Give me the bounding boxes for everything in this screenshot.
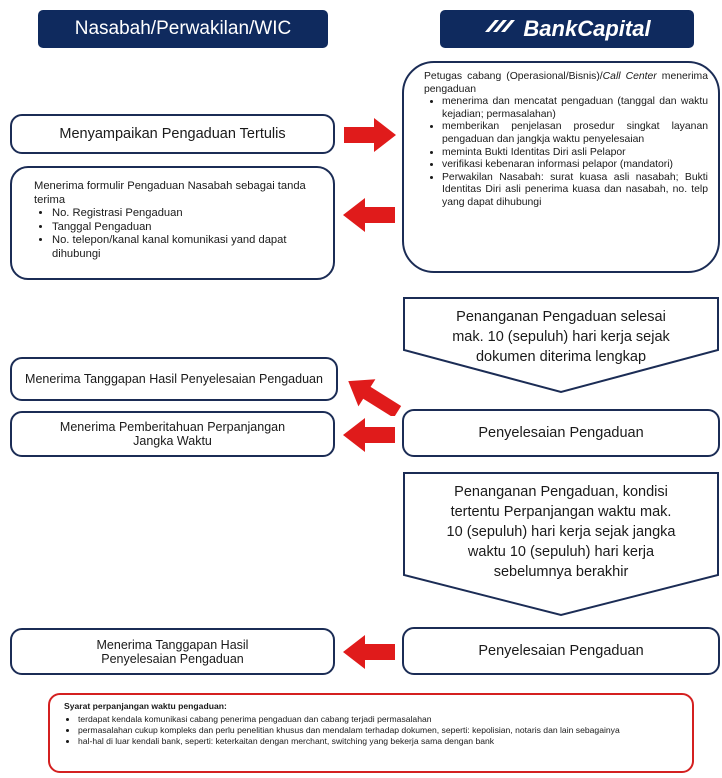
receive-extension-notice-box: Menerima Pemberitahuan Perpanjangan Jang… (10, 411, 335, 457)
list-item: No. Registrasi Pengaduan (52, 207, 323, 221)
handling-step-2-shape (403, 472, 719, 617)
arrow-up-left-icon (348, 379, 402, 416)
customer-column-title: Nasabah/Perwakilan/WIC (74, 18, 292, 39)
handling-step-1-text: Penanganan Pengaduan selesai mak. 10 (se… (452, 309, 670, 365)
list-item: No. telepon/kanal kanal komunikasi yand … (52, 234, 323, 261)
receive-result-box-2: Menerima Tanggapan Hasil Penyelesaian Pe… (10, 628, 335, 675)
list-item: permasalahan cukup kompleks dan perlu pe… (78, 725, 682, 736)
extension-conditions-title: Syarat perpanjangan waktu pengaduan: (64, 701, 227, 711)
officer-receives-complaint-box: Petugas cabang (Operasional/Bisnis)/Call… (402, 61, 720, 273)
list-item: Tanggal Pengaduan (52, 221, 323, 235)
list-item: meminta Bukti Identitas Diri asli Pelapo… (442, 147, 708, 160)
arrow-left-icon (343, 418, 395, 452)
receipt-list: No. Registrasi Pengaduan Tanggal Pengadu… (34, 207, 323, 261)
customer-column-header: Nasabah/Perwakilan/WIC (38, 10, 328, 48)
bank-column-title: BankCapital (523, 16, 651, 41)
receive-complaint-form-box: Menerima formulir Pengaduan Nasabah seba… (10, 166, 335, 280)
list-item: verifikasi kebenaran informasi pelapor (… (442, 159, 708, 172)
arrow-right-icon (344, 118, 396, 152)
list-item: memberikan penjelasan prosedur singkat l… (442, 121, 708, 146)
receive-result-box-1: Menerima Tanggapan Hasil Penyelesaian Pe… (10, 357, 338, 401)
arrow-left-icon (343, 635, 395, 669)
list-item: menerima dan mencatat pengaduan (tanggal… (442, 96, 708, 121)
extension-conditions-list: terdapat kendala komunikasi cabang pener… (64, 714, 682, 747)
submit-complaint-box: Menyampaikan Pengaduan Tertulis (10, 114, 335, 154)
handling-step-2-text: Penanganan Pengaduan, kondisi tertentu P… (446, 484, 676, 580)
officer-intro: Petugas cabang (Operasional/Bisnis)/Call… (424, 71, 708, 95)
list-item: terdapat kendala komunikasi cabang pener… (78, 714, 682, 725)
bankcapital-logo-icon (483, 16, 517, 42)
arrow-left-icon (343, 198, 395, 232)
handling-step-1-shape (403, 297, 719, 394)
handling-step-1: Penanganan Pengaduan selesai mak. 10 (se… (402, 296, 720, 394)
extension-conditions-note: Syarat perpanjangan waktu pengaduan: ter… (48, 693, 694, 773)
officer-task-list: menerima dan mencatat pengaduan (tanggal… (424, 96, 708, 209)
receive-form-intro: Menerima formulir Pengaduan Nasabah seba… (34, 180, 306, 206)
list-item: Perwakilan Nasabah: surat kuasa asli nas… (442, 172, 708, 210)
bank-column-header: BankCapital (440, 10, 694, 48)
handling-step-2: Penanganan Pengaduan, kondisi tertentu P… (402, 471, 720, 617)
resolution-box-1: Penyelesaian Pengaduan (402, 409, 720, 457)
list-item: hal-hal di luar kendali bank, seperti: k… (78, 736, 682, 747)
resolution-box-2: Penyelesaian Pengaduan (402, 627, 720, 675)
